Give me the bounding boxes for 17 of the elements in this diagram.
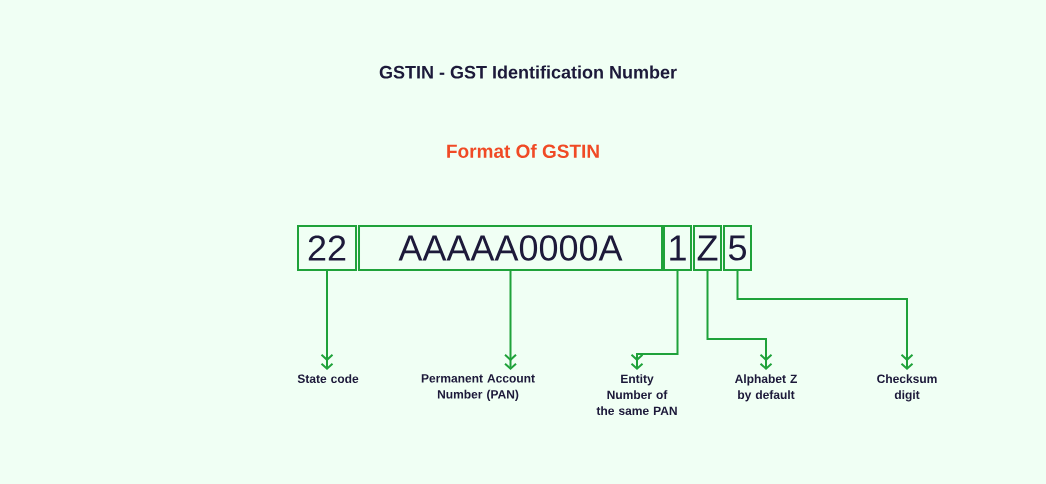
arrow: [504, 270, 517, 370]
character-box: 1: [663, 225, 692, 271]
subtitle: Format Of GSTIN: [447, 144, 599, 158]
arrow: [630, 270, 679, 370]
character-box: 5: [723, 225, 752, 271]
character-box: 22: [297, 225, 357, 271]
title: GSTIN - GST Identification Number: [379, 65, 677, 79]
character-box: AAAAA0000A: [358, 225, 663, 271]
arrow: [706, 270, 773, 370]
field-label: Entity Number of the same PAN: [596, 374, 677, 415]
arrow: [736, 270, 914, 370]
arrow: [320, 270, 334, 370]
character-box: Z: [693, 225, 722, 271]
field-label: Checksum digit: [877, 374, 937, 402]
field-label: Alphabet Z by default: [734, 374, 797, 402]
field-label: State code: [297, 374, 359, 383]
field-label: Permanent Account Number (PAN): [421, 374, 535, 401]
